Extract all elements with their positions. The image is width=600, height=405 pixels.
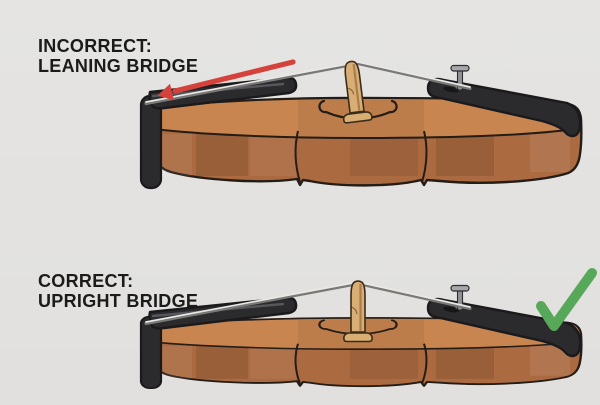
arrow-shaft xyxy=(172,59,296,94)
incorrect-heading-line1: INCORRECT: xyxy=(38,36,152,56)
incorrect-heading-line2: LEANING BRIDGE xyxy=(38,56,199,76)
correct-heading-line1: CORRECT: xyxy=(38,271,134,291)
correct-heading: CORRECT: UPRIGHT BRIDGE xyxy=(38,271,198,311)
upright-bridge xyxy=(342,280,374,343)
correct-heading-line2: UPRIGHT BRIDGE xyxy=(38,291,199,311)
red-leaning-arrow-icon xyxy=(157,59,296,101)
incorrect-heading: INCORRECT: LEANING BRIDGE xyxy=(38,36,198,76)
arrow-head xyxy=(157,83,174,101)
checkmark-stroke xyxy=(536,268,597,331)
green-checkmark-icon xyxy=(536,268,597,331)
